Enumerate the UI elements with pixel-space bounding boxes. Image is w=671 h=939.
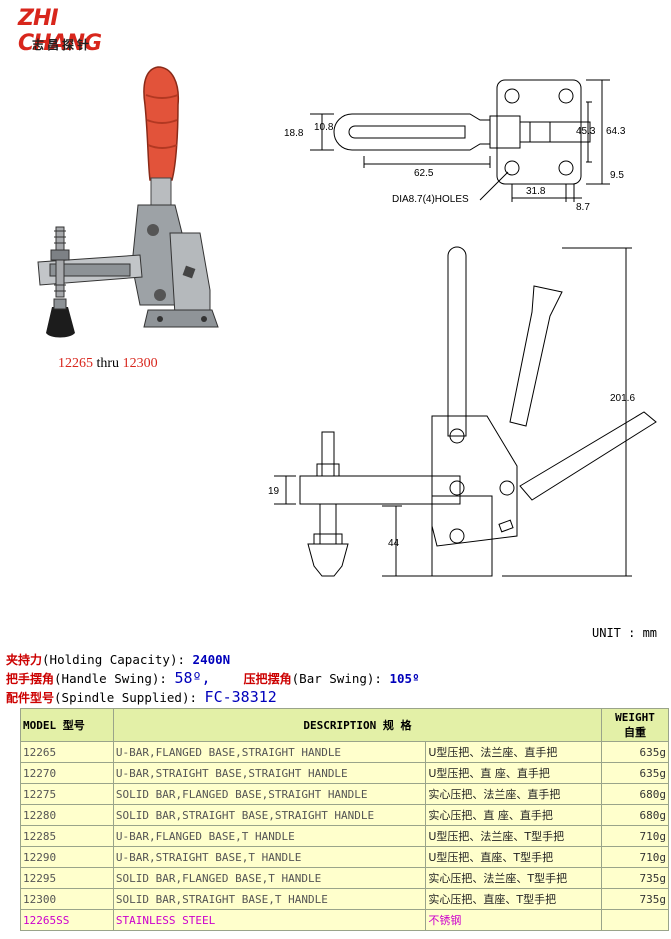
row-weight <box>601 909 669 931</box>
row-desc-en: U-BAR,FLANGED BASE,STRAIGHT HANDLE <box>112 741 427 763</box>
row-weight: 635g <box>601 762 669 784</box>
row-desc-cn: 实心压把、直座、T型手把 <box>425 888 603 910</box>
row-desc-en: SOLID BAR,STRAIGHT BASE,STRAIGHT HANDLE <box>112 804 427 826</box>
row-desc-en: STAINLESS STEEL <box>112 909 427 931</box>
top-view-drawing: 18.8 10.8 62.5 45.3 64.3 9.5 31.8 8.7 DI… <box>284 79 626 212</box>
holding-value: 2400N <box>192 652 231 667</box>
model-table: MODEL 型号 DESCRIPTION 规 格 WEIGHT 自重 12265… <box>20 708 669 931</box>
model-range-caption: 12265 thru 12300 <box>58 356 158 372</box>
row-weight: 710g <box>601 825 669 847</box>
dim-44: 44 <box>388 538 400 549</box>
row-model: 12265SS <box>20 909 114 931</box>
spindle-label-en: (Spindle Supplied): <box>54 690 198 705</box>
row-model: 12300 <box>20 888 114 910</box>
header-model: MODEL 型号 <box>20 708 114 742</box>
swing-line: 把手摆角(Handle Swing): 58º, 压把摆角(Bar Swing)… <box>6 669 420 687</box>
row-model: 12265 <box>20 741 114 763</box>
row-model: 12285 <box>20 825 114 847</box>
dim-64-3: 64.3 <box>606 126 626 137</box>
header-weight-cn: 自重 <box>624 725 647 739</box>
side-view-drawing: 201.6 19 44 <box>268 246 657 577</box>
dim-31-8: 31.8 <box>526 186 546 197</box>
model-range-from: 12265 <box>58 356 93 371</box>
dim-18-8: 18.8 <box>284 128 304 139</box>
logo-brand: ZHI CHANG <box>18 6 102 56</box>
header-weight-en: WEIGHT <box>615 710 655 724</box>
row-desc-en: U-BAR,STRAIGHT BASE,STRAIGHT HANDLE <box>112 762 427 784</box>
row-weight: 735g <box>601 888 669 910</box>
row-desc-cn: U型压把、法兰座、T型手把 <box>425 825 603 847</box>
row-weight: 680g <box>601 783 669 805</box>
row-desc-cn: U型压把、法兰座、直手把 <box>425 741 603 763</box>
holding-label-en: (Holding Capacity): <box>42 652 186 667</box>
row-desc-en: U-BAR,STRAIGHT BASE,T HANDLE <box>112 846 427 868</box>
row-model: 12280 <box>20 804 114 826</box>
row-desc-cn: U型压把、直座、T型手把 <box>425 846 603 868</box>
row-weight: 680g <box>601 804 669 826</box>
bar-value: 105º <box>389 671 420 686</box>
row-desc-en: SOLID BAR,FLANGED BASE,STRAIGHT HANDLE <box>112 783 427 805</box>
dim-8-7: 8.7 <box>576 202 590 212</box>
row-model: 12275 <box>20 783 114 805</box>
holding-label-cn: 夹持力 <box>6 653 43 667</box>
bar-label-en: (Bar Swing): <box>291 671 382 686</box>
handle-label-en: (Handle Swing): <box>54 671 167 686</box>
holding-capacity-line: 夹持力(Holding Capacity): 2400N <box>6 651 230 668</box>
row-weight: 635g <box>601 741 669 763</box>
row-desc-en: SOLID BAR,STRAIGHT BASE,T HANDLE <box>112 888 427 910</box>
handle-value: 58º, <box>174 669 211 687</box>
dim-45-3: 45.3 <box>576 126 596 137</box>
dim-62-5: 62.5 <box>414 168 434 179</box>
row-model: 12295 <box>20 867 114 889</box>
logo-chinese: 志昌探针 <box>32 38 93 52</box>
row-weight: 710g <box>601 846 669 868</box>
row-desc-cn: 实心压把、直 座、直手把 <box>425 804 603 826</box>
dim-19: 19 <box>268 486 280 497</box>
bar-label-cn: 压把摆角 <box>243 672 292 686</box>
spindle-line: 配件型号(Spindle Supplied): FC-38312 <box>6 688 277 706</box>
dim-9-5: 9.5 <box>610 170 624 181</box>
row-desc-en: U-BAR,FLANGED BASE,T HANDLE <box>112 825 427 847</box>
dim-201-6: 201.6 <box>610 393 635 404</box>
row-model: 12290 <box>20 846 114 868</box>
row-weight: 735g <box>601 867 669 889</box>
model-range-to: 12300 <box>122 356 158 371</box>
product-photo <box>37 66 219 338</box>
header-description: DESCRIPTION 规 格 <box>112 708 603 742</box>
table-header-row: MODEL 型号 DESCRIPTION 规 格 WEIGHT 自重 <box>20 708 669 742</box>
header-weight: WEIGHT 自重 <box>601 708 669 742</box>
unit-label: UNIT : mm <box>592 626 658 640</box>
row-desc-cn: U型压把、直 座、直手把 <box>425 762 603 784</box>
model-range-thru: thru <box>93 356 123 371</box>
spindle-value: FC-38312 <box>204 688 277 706</box>
dim-10-8: 10.8 <box>314 122 334 133</box>
holes-callout: DIA8.7(4)HOLES <box>392 194 469 205</box>
row-model: 12270 <box>20 762 114 784</box>
handle-label-cn: 把手摆角 <box>6 672 55 686</box>
spindle-label-cn: 配件型号 <box>6 691 55 705</box>
row-desc-cn: 不锈钢 <box>425 909 603 931</box>
company-logo: ZHI CHANG 志昌探针 <box>18 4 138 56</box>
row-desc-en: SOLID BAR,FLANGED BASE,T HANDLE <box>112 867 427 889</box>
row-desc-cn: 实心压把、法兰座、直手把 <box>425 783 603 805</box>
row-desc-cn: 实心压把、法兰座、T型手把 <box>425 867 603 889</box>
